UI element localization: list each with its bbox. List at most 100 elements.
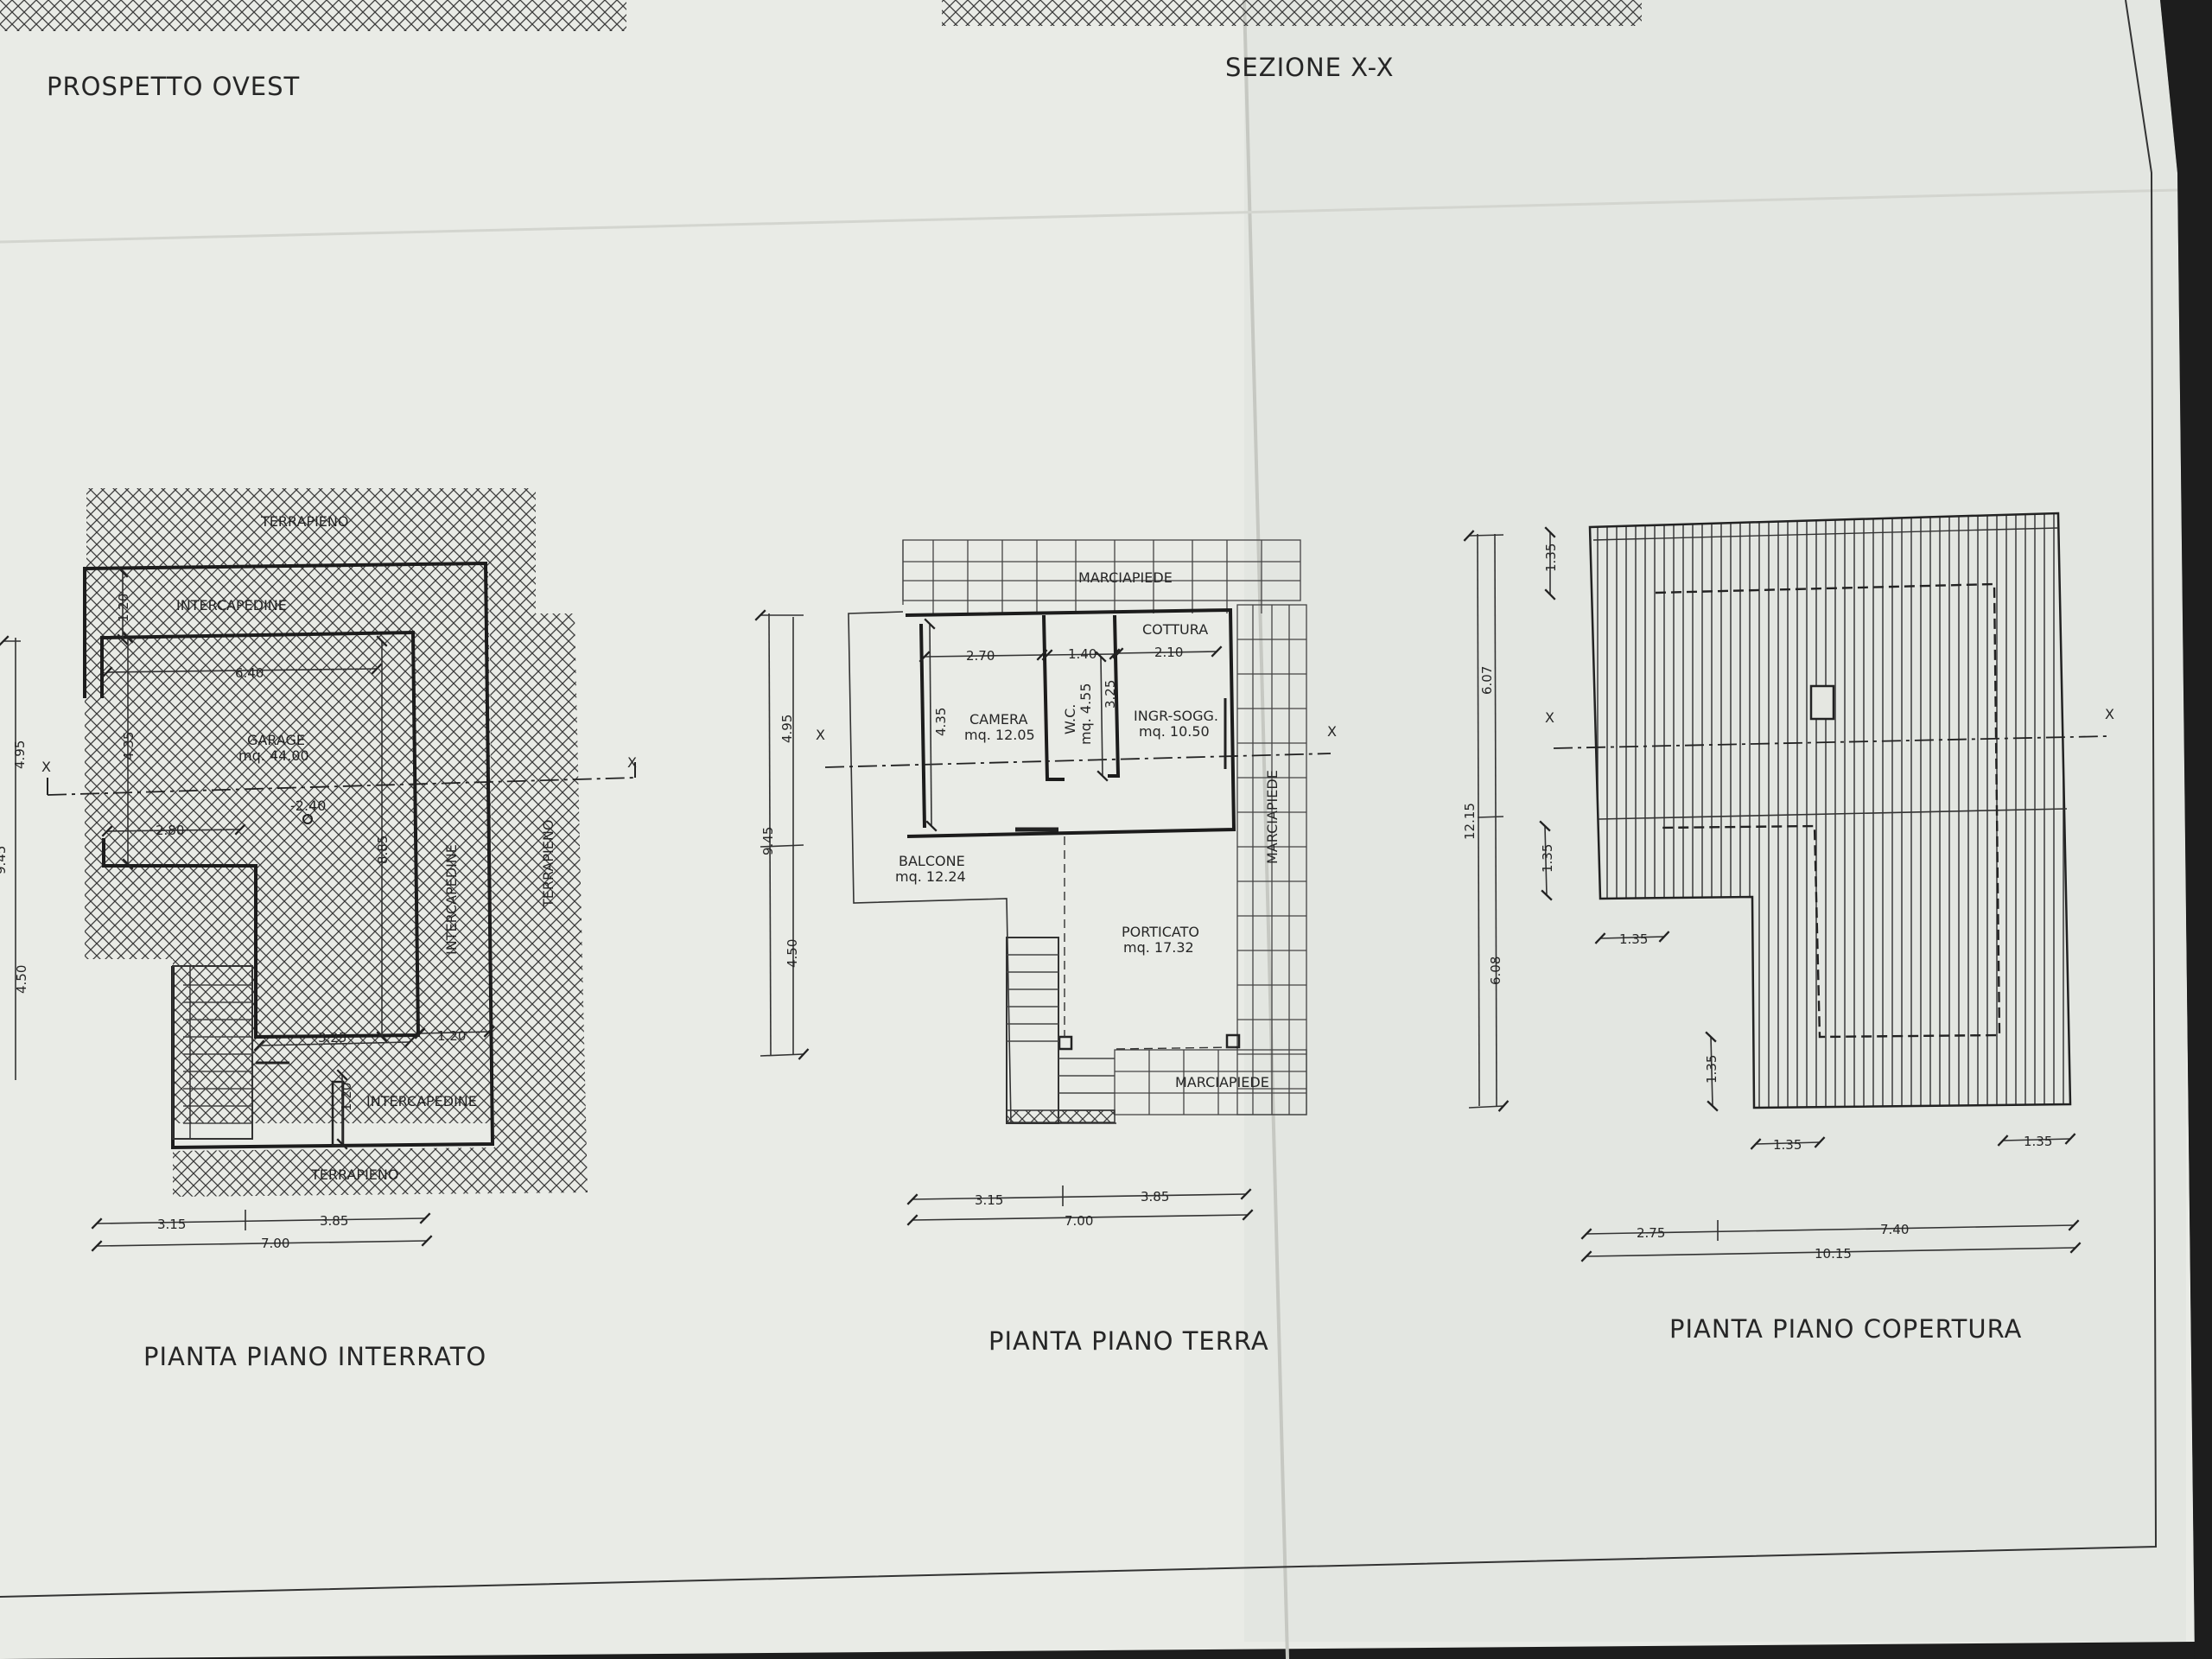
- roof-eave-top: [1592, 527, 2059, 541]
- stair-treads: [183, 984, 252, 1124]
- dim-435-terra: 4.35: [933, 708, 949, 736]
- dim-607: 6.07: [1479, 666, 1495, 695]
- roof-ridge: [1598, 808, 2068, 820]
- cut-label-left: X: [41, 759, 51, 775]
- level-label: -2.40: [290, 798, 326, 814]
- marciapiede-bottom-label: MARCIAPIEDE: [1175, 1074, 1269, 1090]
- dim-120c: 1.20: [339, 1083, 354, 1111]
- dim-135-mid: 1.35: [1540, 844, 1555, 873]
- cut-label-right-terra: X: [1327, 723, 1337, 740]
- porticato-label: PORTICATO: [1122, 924, 1199, 940]
- top-hatch-right: [942, 0, 1642, 26]
- dim-608: 6.08: [1488, 957, 1503, 985]
- wc-area: mq. 4.55: [1077, 683, 1094, 745]
- garage-area: mq. 44.00: [238, 747, 309, 764]
- top-hatch-left: [0, 0, 626, 31]
- dim-120a: 1.20: [116, 594, 131, 622]
- porch-dash-2: [1116, 1046, 1236, 1050]
- roof-wall-outline: [1655, 582, 2001, 1039]
- dims-copertura: [1463, 526, 2082, 1262]
- cut-line-copertura: [1553, 735, 2109, 749]
- dim-210-terra: 2.10: [1154, 645, 1183, 660]
- cut-label-left-copertura: X: [1545, 709, 1554, 726]
- dim-280: 2.80: [156, 823, 184, 838]
- dim-315: 3.15: [157, 1217, 186, 1232]
- stair-terra: [1006, 937, 1059, 1124]
- prospetto-title: PROSPETTO OVEST: [47, 72, 300, 101]
- dim-270-terra: 2.70: [966, 648, 995, 664]
- dim-385: 3.85: [320, 1213, 348, 1229]
- interrato-title: PIANTA PIANO INTERRATO: [143, 1342, 486, 1371]
- dim-135-b1: 1.35: [1773, 1137, 1802, 1153]
- dim-435: 4.35: [121, 732, 137, 760]
- dim-450: 4.50: [14, 965, 29, 994]
- cottura-label: COTTURA: [1142, 621, 1208, 638]
- wc-label: W.C.: [1062, 704, 1078, 734]
- dim-700: 7.00: [261, 1236, 289, 1251]
- dim-315-terra: 3.15: [975, 1192, 1003, 1208]
- terrapieno-top-label: TERRAPIENO: [260, 513, 348, 530]
- porticato-area: mq. 17.32: [1123, 939, 1194, 956]
- balcone-label: BALCONE: [899, 853, 965, 869]
- cut-label-right-copertura: X: [2105, 706, 2114, 722]
- terrapieno-right-label: TERRAPIENO: [540, 820, 556, 908]
- plan-terra: X X MARCIAPIEDE MARCIAPIEDE MARCIAPIEDE …: [754, 539, 1337, 1229]
- camera-label: CAMERA: [969, 711, 1028, 728]
- marciapiede-top-label: MARCIAPIEDE: [1078, 569, 1173, 586]
- chimney: [1809, 684, 1835, 721]
- dims-interrato: [0, 566, 495, 1252]
- cut-line-terra: [824, 753, 1332, 768]
- dim-135-h1: 1.35: [1619, 931, 1648, 947]
- dim-120b: 1.20: [437, 1028, 466, 1044]
- dim-135-v2: 1.35: [1704, 1055, 1719, 1084]
- intercapedine-bottom-label: INTERCAPEDINE: [366, 1093, 477, 1109]
- dim-1015: 10.15: [1815, 1246, 1852, 1262]
- dims-terra: [754, 609, 1254, 1226]
- garage-label: GARAGE: [247, 732, 305, 748]
- sezione-title: SEZIONE X-X: [1225, 53, 1395, 82]
- intercapedine-right-label: INTERCAPEDINE: [443, 844, 460, 955]
- dim-135-b2: 1.35: [2024, 1134, 2052, 1149]
- cut-label-right: X: [627, 754, 637, 771]
- stair-interrato: [172, 965, 253, 1140]
- wall-wc-left: [1042, 614, 1065, 781]
- terra-walls: [905, 607, 1236, 838]
- dim-325: 3.25: [318, 1030, 346, 1046]
- cut-label-left-terra: X: [816, 727, 825, 743]
- intercapedine-top-label: INTERCAPEDINE: [176, 597, 287, 613]
- copertura-title: PIANTA PIANO COPERTURA: [1669, 1314, 2022, 1344]
- stair-landing: [1006, 1109, 1116, 1123]
- plan-interrato: X X TERRAPIENO TERRAPIENO TERRAPIENO INT…: [0, 488, 637, 1252]
- ingr-label: INGR-SOGG.: [1134, 708, 1218, 724]
- dim-140-terra: 1.40: [1068, 646, 1096, 662]
- dim-135-top-copertura: 1.35: [1543, 543, 1559, 572]
- plan-copertura: X X 1.35 6.07 12.15 1.35 6.08 1.35 1.35 …: [1462, 512, 2114, 1262]
- fold-line: [1243, 0, 1289, 1659]
- sheet-border: [0, 0, 2158, 1598]
- dim-1215: 12.15: [1462, 803, 1478, 840]
- dim-740: 7.40: [1880, 1222, 1909, 1237]
- marciapiede-grid: [902, 539, 1307, 1116]
- dim-945-terra: 9.45: [760, 827, 776, 855]
- wall-wc-right: [1108, 614, 1121, 778]
- balcone-area: mq. 12.24: [895, 868, 966, 885]
- dim-495-terra: 4.95: [779, 715, 795, 743]
- dim-385-terra: 3.85: [1141, 1189, 1169, 1205]
- background-edge: [2160, 0, 2212, 1659]
- terra-title: PIANTA PIANO TERRA: [988, 1326, 1269, 1356]
- camera-area: mq. 12.05: [964, 727, 1035, 743]
- roof-shape: [1588, 512, 2072, 1109]
- dim-495: 4.95: [12, 741, 28, 769]
- dim-275: 2.75: [1637, 1225, 1665, 1241]
- dim-450-terra: 4.50: [785, 939, 800, 968]
- dim-885: 8.85: [375, 836, 391, 864]
- dim-700-terra: 7.00: [1065, 1213, 1093, 1229]
- fold-line-2: [0, 188, 2178, 244]
- marciapiede-right-label: MARCIAPIEDE: [1264, 770, 1281, 864]
- level-marker: [302, 814, 313, 824]
- dim-640: 6.40: [235, 665, 264, 681]
- terrapieno-bottom-label: TERRAPIENO: [310, 1166, 398, 1183]
- ingr-area: mq. 10.50: [1139, 723, 1210, 740]
- dim-325-terra: 3.25: [1103, 680, 1118, 709]
